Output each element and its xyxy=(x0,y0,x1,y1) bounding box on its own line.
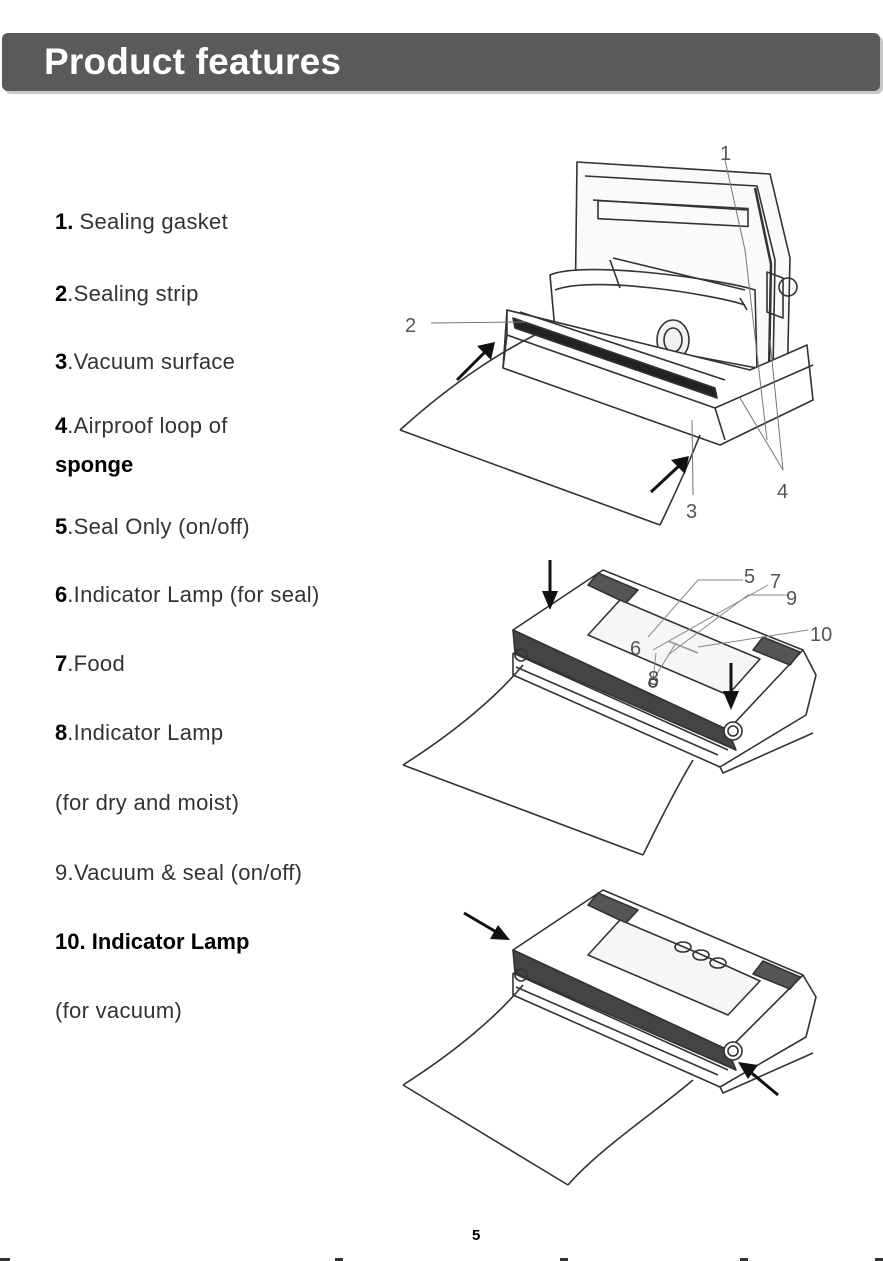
feature-item-8: 8.Indicator Lamp xyxy=(55,720,223,746)
bottom-edge-marks xyxy=(0,1257,883,1261)
feature-text: . Indicator Lamp xyxy=(79,929,249,954)
feature-text: .Airproof loop of xyxy=(67,413,227,438)
header-bar: Product features xyxy=(2,33,880,91)
page-title: Product features xyxy=(44,37,341,87)
feature-number: 7 xyxy=(55,651,67,676)
feature-text: (for vacuum) xyxy=(55,998,182,1023)
callout-10: 10 xyxy=(810,624,832,646)
callout-1: 1 xyxy=(720,143,731,165)
feature-item-10-continuation: (for vacuum) xyxy=(55,998,182,1024)
feature-number: 10 xyxy=(55,929,79,954)
callout-8: 8 xyxy=(648,668,659,690)
feature-number: 8 xyxy=(55,720,67,745)
feature-item-4-continuation: sponge xyxy=(55,452,133,478)
feature-text: .Food xyxy=(67,651,125,676)
feature-item-1: 1. Sealing gasket xyxy=(55,209,228,235)
feature-item-6: 6.Indicator Lamp (for seal) xyxy=(55,582,320,608)
feature-text: .Vacuum & seal (on/off) xyxy=(68,860,303,885)
feature-item-9: 9.Vacuum & seal (on/off) xyxy=(55,860,302,886)
callout-5: 5 xyxy=(744,566,755,588)
open-sealer-illustration: 1 2 3 4 xyxy=(395,140,855,530)
closed-sealer-illustration: 5 7 9 10 6 8 xyxy=(398,555,848,860)
feature-item-5: 5.Seal Only (on/off) xyxy=(55,514,250,540)
feature-item-2: 2.Sealing strip xyxy=(55,281,199,307)
feature-number: 4 xyxy=(55,413,67,438)
page-number: 5 xyxy=(472,1227,480,1244)
feature-text: .Indicator Lamp (for seal) xyxy=(67,582,319,607)
callout-9: 9 xyxy=(786,588,797,610)
feature-number: 1. xyxy=(55,209,73,234)
feature-number: 2 xyxy=(55,281,67,306)
feature-text: .Indicator Lamp xyxy=(67,720,223,745)
callout-2: 2 xyxy=(405,315,416,337)
feature-item-3: 3.Vacuum surface xyxy=(55,349,235,375)
feature-text: .Seal Only (on/off) xyxy=(67,514,250,539)
callout-7: 7 xyxy=(770,571,781,593)
feature-text: .Vacuum surface xyxy=(67,349,235,374)
feature-text: (for dry and moist) xyxy=(55,790,239,815)
callout-6: 6 xyxy=(630,638,641,660)
feature-number: 9 xyxy=(55,860,68,885)
feature-item-10: 10. Indicator Lamp xyxy=(55,929,249,955)
feature-number: 5 xyxy=(55,514,67,539)
feature-item-8-continuation: (for dry and moist) xyxy=(55,790,239,816)
feature-text: sponge xyxy=(55,452,133,477)
feature-text: .Sealing strip xyxy=(67,281,198,306)
feature-text: Sealing gasket xyxy=(79,209,228,234)
callout-4: 4 xyxy=(777,481,788,503)
feature-item-7: 7.Food xyxy=(55,651,125,677)
feature-number: 3 xyxy=(55,349,67,374)
feature-item-4: 4.Airproof loop of xyxy=(55,413,228,439)
sealing-step-illustration xyxy=(398,885,848,1190)
feature-number: 6 xyxy=(55,582,67,607)
callout-3: 3 xyxy=(686,501,697,523)
